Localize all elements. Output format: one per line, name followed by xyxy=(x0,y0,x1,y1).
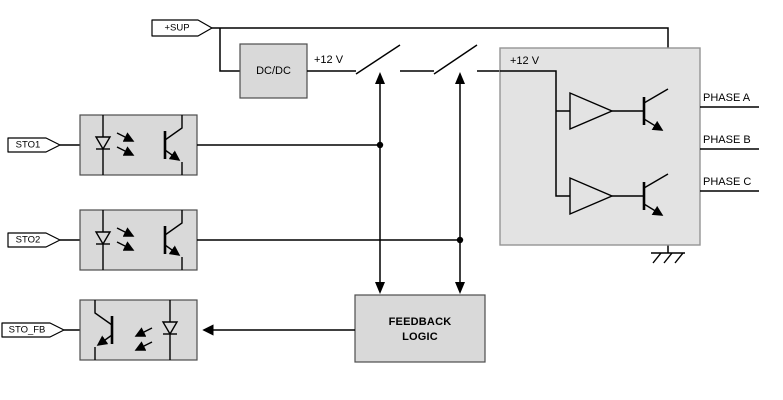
phototransistor-symbol xyxy=(163,210,183,270)
sto2-label: STO2 xyxy=(16,235,41,246)
sup-label: +SUP xyxy=(164,23,189,34)
switch-symbol-2 xyxy=(433,44,478,75)
feedback-logic-label-1: FEEDBACK xyxy=(389,316,452,328)
phototransistor-symbol xyxy=(94,300,114,360)
stofb-optocoupler-box xyxy=(79,299,198,361)
phase-b-label: PHASE B xyxy=(703,134,751,146)
sto1-tag xyxy=(7,137,61,153)
light-arrows-icon xyxy=(116,132,135,156)
sup-to-dcdc-wire xyxy=(219,28,240,72)
phase-outputs: PHASE A PHASE B PHASE C xyxy=(700,92,759,192)
v12-rail: +12 V xyxy=(307,44,556,75)
npn-transistor-symbol-2 xyxy=(612,173,669,216)
led-symbol xyxy=(161,300,179,360)
feedback-logic-box xyxy=(354,294,486,363)
stofb-label: STO_FB xyxy=(9,325,46,336)
feedback-logic-label-2: LOGIC xyxy=(402,331,438,343)
light-arrows-icon xyxy=(116,227,135,251)
down-arrow-icon xyxy=(375,282,385,294)
monitor-line-1 xyxy=(375,72,385,294)
stofb-tag xyxy=(1,322,65,338)
feedback-logic: FEEDBACK LOGIC xyxy=(202,294,486,363)
v12-left-label: +12 V xyxy=(314,54,344,66)
dcdc-label: DC/DC xyxy=(256,65,291,77)
npn-transistor-symbol-1 xyxy=(612,88,669,131)
sto1-optocoupler-box xyxy=(79,114,198,176)
ground-symbol xyxy=(651,252,685,264)
down-arrow-icon xyxy=(455,282,465,294)
phase-c-label: PHASE C xyxy=(703,176,751,188)
stofb-channel: STO_FB xyxy=(1,299,198,361)
switch-symbol-1 xyxy=(355,44,401,75)
led-symbol xyxy=(94,115,112,175)
buffer-symbol-1 xyxy=(569,91,614,131)
dcdc-box xyxy=(239,43,308,99)
up-arrow-icon xyxy=(375,72,385,84)
monitor-line-2 xyxy=(455,72,465,294)
driver-supply-wire xyxy=(500,70,570,197)
sup-tag xyxy=(151,19,213,37)
up-arrow-icon xyxy=(455,72,465,84)
sto2-tag xyxy=(7,232,61,248)
power-stage-box xyxy=(499,47,701,246)
buffer-symbol-2 xyxy=(569,176,614,216)
sto2-channel: STO2 xyxy=(7,209,460,271)
sto2-optocoupler-box xyxy=(79,209,198,271)
sto1-channel: STO1 xyxy=(7,114,380,176)
phase-a-label: PHASE A xyxy=(703,92,751,104)
dcdc-converter: DC/DC xyxy=(239,43,308,99)
light-arrows-icon xyxy=(134,327,153,351)
phototransistor-symbol xyxy=(163,115,183,175)
sto1-label: STO1 xyxy=(16,140,41,151)
led-symbol xyxy=(94,210,112,270)
v12-right-label: +12 V xyxy=(510,55,540,67)
gate-driver-block: +12 V xyxy=(499,47,701,246)
